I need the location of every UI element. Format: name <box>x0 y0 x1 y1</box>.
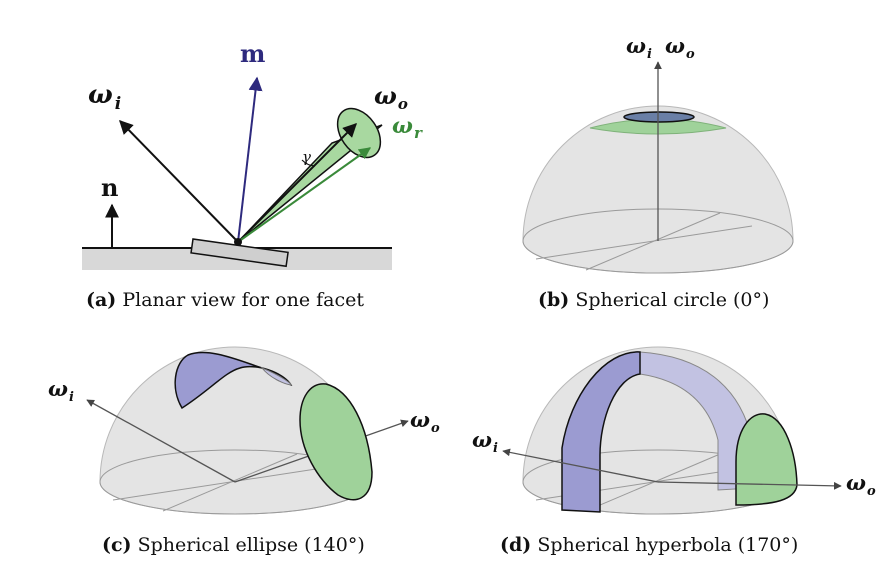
omega-i-arrow <box>119 119 239 243</box>
label-omega-o-c: ωo <box>410 407 440 436</box>
blue-cap-region <box>623 111 695 123</box>
label-m: m <box>240 39 265 68</box>
caption-d: (d) Spherical hyperbola (170°) <box>500 534 798 556</box>
base-axis-1 <box>112 466 330 501</box>
label-omega-o-a: ωo <box>374 81 408 113</box>
base-axis-1 <box>535 225 753 260</box>
m-arrow <box>237 76 263 243</box>
hyperbola-band-front <box>561 351 641 513</box>
base-axis-2 <box>585 453 721 512</box>
microfacet <box>190 238 289 268</box>
caption-b-text: Spherical circle (0°) <box>575 289 770 311</box>
caption-c-text: Spherical ellipse (140°) <box>137 534 365 556</box>
gamma-arc <box>301 159 316 167</box>
omega-o-arrow <box>237 123 357 243</box>
panel-b-spherical-circle: ωi ωo <box>522 33 794 274</box>
cone-cap <box>336 107 382 159</box>
label-omega-o-b: ωo <box>665 33 695 62</box>
caption-b-tag: (b) <box>538 289 570 311</box>
label-omega-i-c: ωi <box>48 376 74 405</box>
blue-ellipse-back <box>260 366 292 386</box>
reflection-point <box>234 238 242 246</box>
base-axis-2 <box>162 453 298 512</box>
omega-i-axis <box>86 399 236 483</box>
label-omega-o-d: ωo <box>846 470 876 499</box>
caption-a-text: Planar view for one facet <box>122 289 365 311</box>
base-axis-2 <box>585 212 721 271</box>
omega-i-axis <box>502 448 659 483</box>
label-omega-i-b: ωi <box>626 33 652 62</box>
caption-a-tag: (a) <box>86 289 117 311</box>
caption-b: (b) Spherical circle (0°) <box>538 289 769 311</box>
omega-r-arrow <box>237 147 371 243</box>
caption-a: (a) Planar view for one facet <box>86 289 364 311</box>
caption-d-tag: (d) <box>500 534 532 556</box>
label-n: n <box>101 173 118 202</box>
label-gamma: γ <box>302 148 311 166</box>
caption-d-text: Spherical hyperbola (170°) <box>537 534 799 556</box>
green-ellipse-region <box>299 383 373 501</box>
caption-c: (c) Spherical ellipse (140°) <box>102 534 365 556</box>
label-omega-i-d: ωi <box>472 427 498 456</box>
green-hyperbola-region <box>735 413 798 506</box>
panel-d-spherical-hyperbola: ωi ωo <box>472 346 876 515</box>
omega-o-axis <box>657 481 842 490</box>
caption-c-tag: (c) <box>102 534 132 556</box>
panel-c-spherical-ellipse: ωi ωo <box>48 346 440 515</box>
label-omega-r: ωr <box>392 113 423 142</box>
